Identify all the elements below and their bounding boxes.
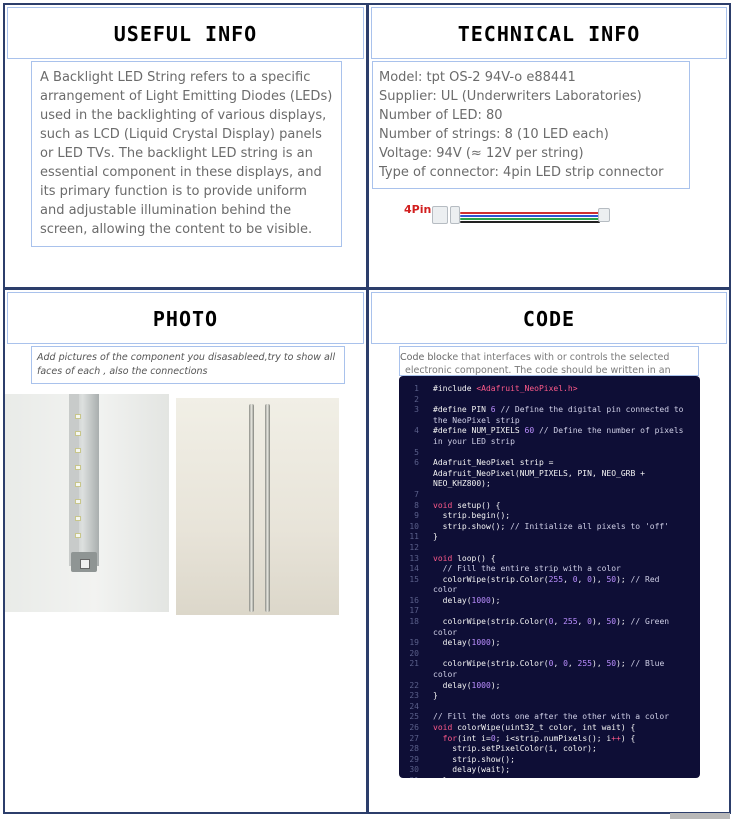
tech-line-model: Model: tpt OS-2 94V-o e88441: [379, 70, 576, 85]
connector-plug-right: [598, 208, 610, 222]
photo-hint[interactable]: Add pictures of the component you disasa…: [31, 346, 345, 384]
connector-image: 4Pin: [404, 203, 619, 229]
useful-info-text[interactable]: A Backlight LED String refers to a speci…: [31, 61, 342, 247]
led-bars-photo[interactable]: [176, 398, 339, 615]
led-bar-right: [265, 404, 270, 612]
technical-info-text[interactable]: Model: tpt OS-2 94V-o e88441 Supplier: U…: [372, 61, 690, 189]
wire-red: [460, 212, 600, 214]
tech-line-led-count: Number of LED: 80: [379, 108, 503, 123]
strip-connector-socket: [80, 559, 90, 569]
useful-info-panel: USEFUL INFO A Backlight LED String refer…: [3, 3, 368, 289]
horizontal-scrollbar[interactable]: [670, 813, 730, 819]
technical-info-title: TECHNICAL INFO: [371, 7, 727, 59]
led-strip-shape: [69, 394, 99, 566]
code-title: CODE: [371, 292, 727, 344]
connector-plug-left-body: [450, 206, 460, 224]
code-panel: CODE Add a code that interfaces with or …: [367, 288, 731, 814]
led-strip-photo[interactable]: [5, 394, 169, 612]
connector-plug-left: [432, 206, 448, 224]
wire-green: [460, 218, 600, 220]
wire-blue: [460, 215, 600, 217]
photo-title: PHOTO: [7, 292, 364, 344]
code-hint-text: Add a code that interfaces with or contr…: [405, 352, 671, 376]
technical-info-panel: TECHNICAL INFO Model: tpt OS-2 94V-o e88…: [367, 3, 731, 289]
tech-line-voltage: Voltage: 94V (≈ 12V per string): [379, 146, 584, 161]
led-bar-left: [249, 404, 254, 612]
tech-line-connector: Type of connector: 4pin LED strip connec…: [379, 165, 664, 180]
code-hint[interactable]: Add a code that interfaces with or contr…: [399, 346, 699, 376]
code-block-label: Code block: [400, 351, 453, 364]
useful-info-title: USEFUL INFO: [7, 7, 364, 59]
bottom-divider: [3, 812, 731, 814]
tech-line-strings: Number of strings: 8 (10 LED each): [379, 127, 609, 142]
photo-panel: PHOTO Add pictures of the component you …: [3, 288, 368, 814]
wire-black: [460, 221, 600, 223]
code-block[interactable]: 1#include <Adafruit_NeoPixel.h> 2 3#defi…: [399, 376, 700, 778]
connector-label: 4Pin: [404, 203, 432, 216]
tech-line-supplier: Supplier: UL (Underwriters Laboratories): [379, 89, 642, 104]
